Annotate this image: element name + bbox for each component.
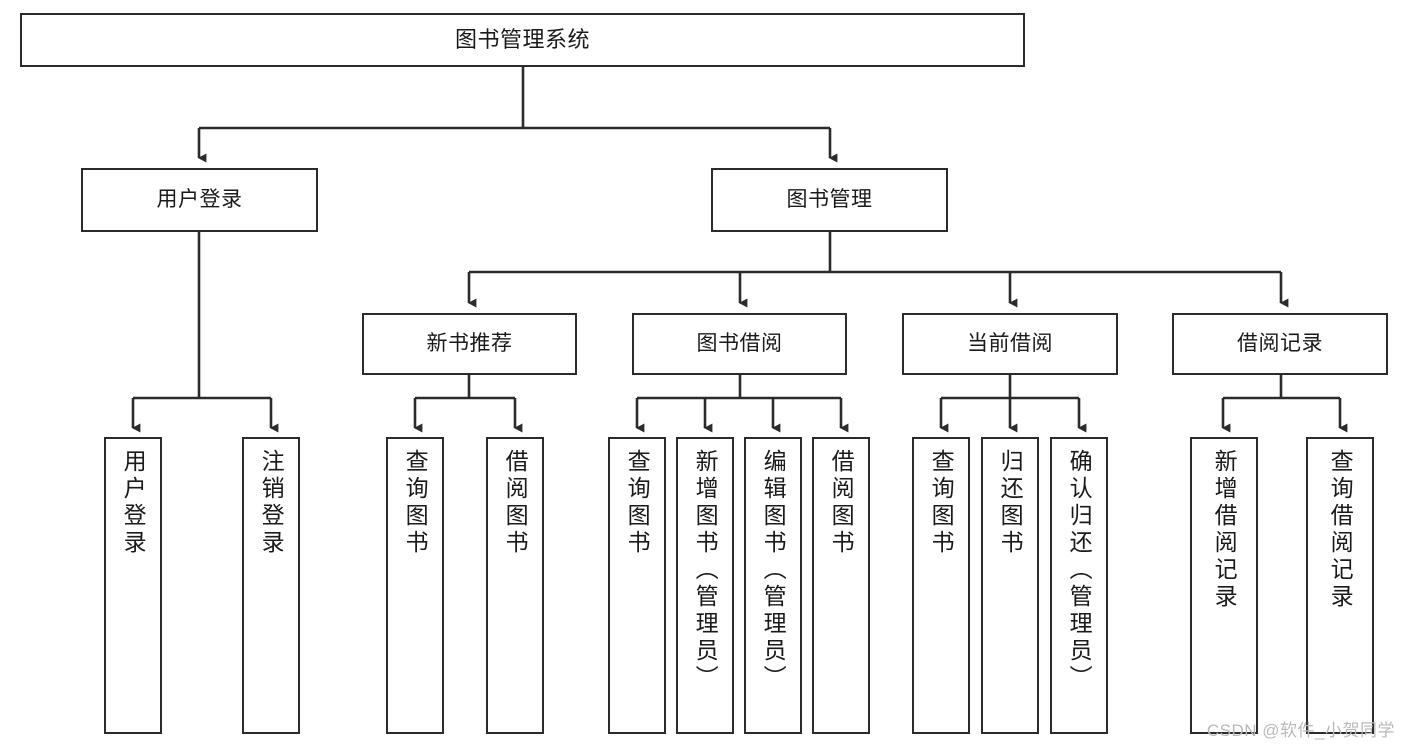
node-label: 新增图书（管理员）: [692, 449, 719, 692]
node-leaf-return-book[interactable]: 归还图书: [981, 437, 1039, 734]
watermark: CSDN @软件_小贺同学: [1206, 721, 1395, 740]
node-leaf-borrow-book-2[interactable]: 借阅图书: [812, 437, 870, 734]
node-book-management[interactable]: 图书管理: [711, 168, 948, 232]
node-new-book-recommend[interactable]: 新书推荐: [362, 313, 577, 375]
node-label: 借阅图书: [502, 449, 529, 557]
node-label: 图书借阅: [696, 331, 783, 355]
node-leaf-borrow-book-1[interactable]: 借阅图书: [486, 437, 544, 734]
node-label: 用户登录: [156, 187, 243, 211]
node-label: 查询借阅记录: [1327, 449, 1354, 611]
node-label: 图书管理: [786, 187, 873, 211]
node-label: 注销登录: [258, 449, 285, 557]
node-leaf-add-record[interactable]: 新增借阅记录: [1190, 437, 1258, 734]
node-label: 归还图书: [997, 449, 1024, 557]
node-borrow-record[interactable]: 借阅记录: [1172, 313, 1388, 375]
node-leaf-query-book-1[interactable]: 查询图书: [386, 437, 444, 734]
node-label: 借阅图书: [828, 449, 855, 557]
node-leaf-query-book-2[interactable]: 查询图书: [608, 437, 666, 734]
node-current-borrow[interactable]: 当前借阅: [902, 313, 1118, 375]
node-label: 新增借阅记录: [1211, 449, 1238, 611]
node-leaf-logout[interactable]: 注销登录: [242, 437, 300, 734]
node-label: 当前借阅: [967, 331, 1053, 355]
node-label: 编辑图书（管理员）: [760, 449, 787, 692]
node-label: 查询图书: [402, 449, 429, 557]
node-label: 新书推荐: [426, 331, 513, 355]
node-user-login[interactable]: 用户登录: [81, 168, 318, 232]
node-leaf-query-book-3[interactable]: 查询图书: [912, 437, 970, 734]
node-label: 借阅记录: [1237, 331, 1323, 355]
node-book-borrow[interactable]: 图书借阅: [632, 313, 847, 375]
node-root-system[interactable]: 图书管理系统: [20, 13, 1025, 67]
node-label: 确认归还（管理员）: [1066, 449, 1093, 692]
node-label: 查询图书: [928, 449, 955, 557]
node-leaf-user-login[interactable]: 用户登录: [104, 437, 162, 734]
node-leaf-edit-book[interactable]: 编辑图书（管理员）: [744, 437, 802, 734]
node-leaf-confirm-return[interactable]: 确认归还（管理员）: [1050, 437, 1108, 734]
node-label: 用户登录: [120, 449, 147, 557]
node-leaf-query-record[interactable]: 查询借阅记录: [1306, 437, 1374, 734]
node-label: 查询图书: [624, 449, 651, 557]
node-label: 图书管理系统: [454, 27, 590, 53]
node-leaf-add-book[interactable]: 新增图书（管理员）: [676, 437, 734, 734]
